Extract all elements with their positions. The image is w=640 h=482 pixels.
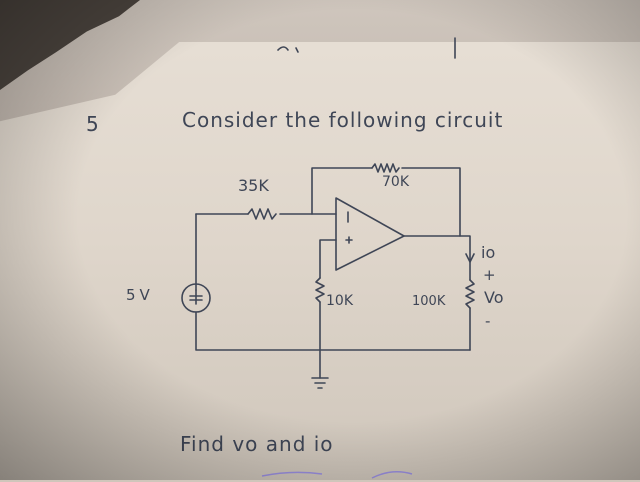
label-vo-minus: - <box>485 312 491 330</box>
stray-mark <box>277 46 299 53</box>
label-current-io: io <box>481 243 496 262</box>
label-vo-plus: + <box>483 266 496 284</box>
resistor-100k <box>465 279 475 309</box>
problem-prompt: Consider the following circuit <box>182 108 504 132</box>
highlight-underline <box>371 471 413 479</box>
label-source-voltage: 5V <box>126 286 154 304</box>
opamp-plus-mark <box>345 236 353 244</box>
wire-bottom-return <box>195 311 471 351</box>
problem-number: 5 <box>86 112 99 136</box>
problem-task: Find vo and io <box>180 432 334 456</box>
label-10k: 10K <box>326 293 353 309</box>
label-70k: 70K <box>382 174 409 190</box>
label-output-vo: Vo <box>484 288 504 307</box>
opamp-triangle <box>335 197 405 271</box>
resistor-10k <box>315 277 325 303</box>
wire-feedback-left <box>311 167 373 215</box>
label-100k: 100K <box>412 294 446 309</box>
voltage-source <box>181 283 211 313</box>
current-arrow <box>465 253 475 263</box>
resistor-70k <box>371 163 400 173</box>
wire-feedback-right <box>401 167 461 237</box>
highlight-underline <box>261 471 323 477</box>
ground-symbol <box>311 377 329 389</box>
voltage-source-polarity <box>189 289 203 305</box>
wire-output <box>403 235 471 281</box>
resistor-35k <box>247 208 277 220</box>
wire-noninverting <box>319 239 337 279</box>
label-35k: 35K <box>238 176 269 195</box>
